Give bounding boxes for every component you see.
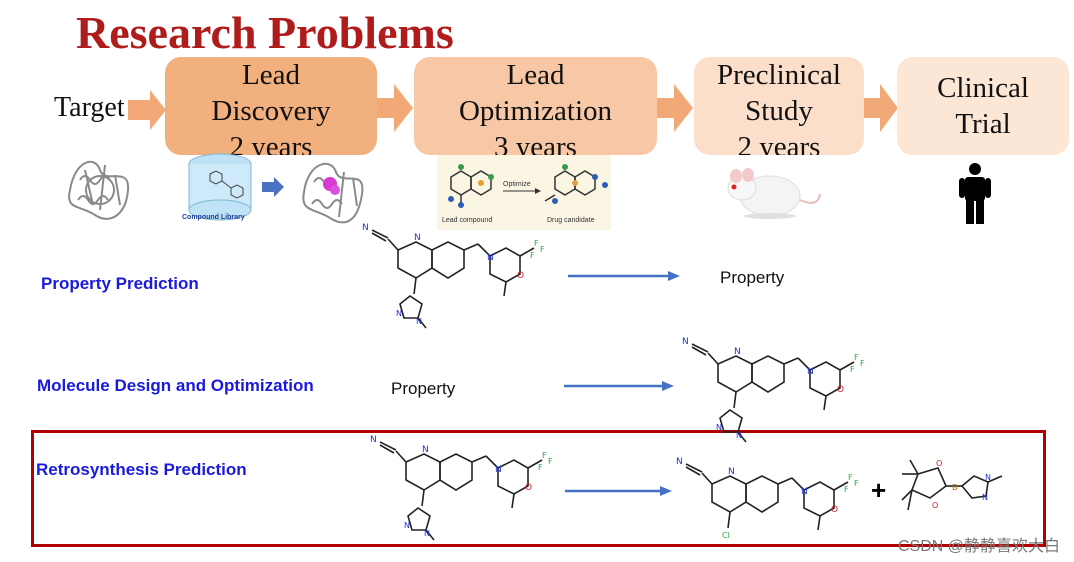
mouse-icon bbox=[727, 168, 821, 219]
stage-line: Lead bbox=[506, 59, 565, 91]
stage-duration: 3 years bbox=[494, 131, 577, 155]
compound-library-caption: Compound Library bbox=[182, 214, 245, 221]
stage-line: Discovery bbox=[211, 95, 331, 127]
property-input-label: Property bbox=[391, 379, 456, 398]
molecule-structure-2 bbox=[681, 336, 866, 443]
stage-preclinical-study: Preclinical Study 2 years bbox=[694, 57, 864, 155]
arrow-preclinical-to-clinical bbox=[864, 84, 898, 132]
molecule-structure-3 bbox=[369, 434, 554, 541]
protein-structure-icon bbox=[68, 160, 130, 220]
molecule-structure-1 bbox=[361, 222, 546, 329]
svg-text:N: N bbox=[985, 473, 991, 482]
task-property-prediction: Property Prediction bbox=[41, 274, 199, 293]
property-output-label: Property bbox=[720, 268, 785, 287]
stage-line: Trial bbox=[955, 108, 1011, 140]
discovery-arrow-icon bbox=[262, 177, 284, 197]
slide-title: Research Problems bbox=[76, 7, 454, 58]
optimize-label: Optimize bbox=[503, 181, 531, 188]
molecule-product-chloro: Cl bbox=[675, 456, 860, 540]
stage-line: Clinical bbox=[937, 72, 1029, 104]
svg-text:B: B bbox=[952, 483, 958, 492]
stage-line: Study bbox=[745, 95, 813, 127]
person-icon bbox=[959, 163, 991, 224]
compound-library-icon bbox=[188, 153, 252, 221]
task-molecule-design: Molecule Design and Optimization bbox=[37, 376, 314, 395]
svg-text:O: O bbox=[936, 459, 942, 468]
svg-text:N: N bbox=[982, 493, 988, 502]
lead-to-candidate-icon bbox=[448, 164, 608, 208]
arrow-optimization-to-preclinical bbox=[657, 84, 693, 132]
stage-duration: 2 years bbox=[229, 131, 313, 155]
stage-duration: 2 years bbox=[737, 131, 821, 155]
watermark: CSDN @静静喜欢大白 bbox=[897, 538, 1060, 555]
svg-text:Cl: Cl bbox=[722, 531, 730, 540]
target-label: Target bbox=[54, 92, 125, 123]
lead-compound-caption: Lead compound bbox=[442, 217, 493, 224]
stage-lead-discovery: Lead Discovery 2 years bbox=[165, 57, 377, 155]
stage-clinical-trial: Clinical Trial bbox=[897, 57, 1069, 155]
protein-ligand-icon bbox=[302, 162, 364, 224]
svg-text:O: O bbox=[932, 501, 938, 510]
retrosynthesis-highlight-frame bbox=[31, 430, 1046, 547]
stage-line: Optimization bbox=[458, 95, 613, 127]
drug-candidate-caption: Drug candidate bbox=[547, 217, 595, 224]
stage-line: Preclinical bbox=[716, 59, 841, 91]
molecule-boronate: O O B N N bbox=[901, 459, 1003, 511]
stage-line: Lead bbox=[242, 59, 300, 91]
arrow-discovery-to-optimization bbox=[377, 84, 413, 132]
arrow-target-to-discovery bbox=[128, 90, 166, 130]
stage-lead-optimization: Lead Optimization 3 years bbox=[414, 57, 657, 155]
plus-sign: + bbox=[871, 475, 887, 505]
task-retrosynthesis: Retrosynthesis Prediction bbox=[36, 460, 247, 479]
